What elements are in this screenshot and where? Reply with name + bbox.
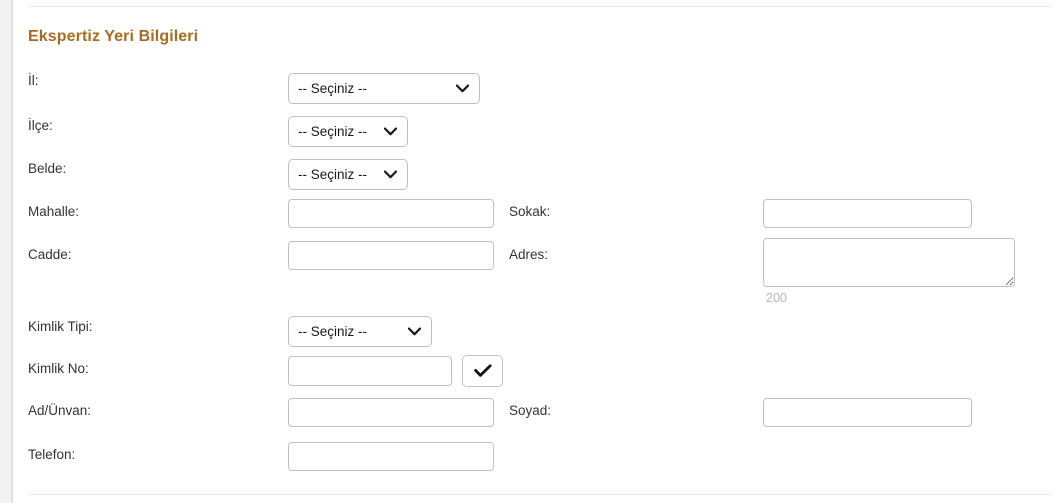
chevron-down-icon bbox=[408, 327, 431, 336]
select-kimlik-tipi[interactable]: -- Seçiniz -- bbox=[288, 316, 432, 347]
page-gutter-highlight bbox=[13, 0, 14, 503]
label-cadde: Cadde: bbox=[28, 247, 72, 262]
check-icon bbox=[473, 364, 492, 378]
label-sokak: Sokak: bbox=[509, 204, 551, 219]
input-adres[interactable] bbox=[763, 238, 1015, 287]
select-ilce[interactable]: -- Seçiniz -- bbox=[288, 116, 408, 147]
input-mahalle[interactable] bbox=[288, 199, 494, 228]
page-gutter bbox=[0, 0, 11, 503]
select-il[interactable]: -- Seçiniz -- bbox=[288, 73, 480, 104]
chevron-down-icon bbox=[456, 84, 479, 93]
adres-char-counter: 200 bbox=[766, 291, 787, 305]
select-il-value: -- Seçiniz -- bbox=[298, 81, 368, 96]
input-kimlik-no[interactable] bbox=[288, 356, 452, 386]
section-divider-top bbox=[30, 6, 1050, 7]
label-ilce: İlçe: bbox=[28, 118, 53, 133]
label-il: İl: bbox=[28, 73, 39, 88]
page-gutter-border bbox=[11, 0, 13, 503]
label-kimlik-no: Kimlik No: bbox=[28, 361, 89, 376]
page-title: Ekspertiz Yeri Bilgileri bbox=[28, 28, 199, 45]
input-telefon[interactable] bbox=[288, 442, 494, 471]
label-belde: Belde: bbox=[28, 161, 67, 176]
input-ad-unvan[interactable] bbox=[288, 398, 494, 427]
select-belde[interactable]: -- Seçiniz -- bbox=[288, 159, 408, 190]
label-kimlik-tipi: Kimlik Tipi: bbox=[28, 319, 93, 334]
input-sokak[interactable] bbox=[763, 199, 972, 228]
chevron-down-icon bbox=[384, 127, 407, 136]
select-kimlik-tipi-value: -- Seçiniz -- bbox=[298, 324, 368, 339]
label-soyad: Soyad: bbox=[509, 403, 552, 418]
label-telefon: Telefon: bbox=[28, 447, 76, 462]
input-soyad[interactable] bbox=[763, 398, 972, 427]
chevron-down-icon bbox=[384, 170, 407, 179]
label-ad-unvan: Ad/Ünvan: bbox=[28, 403, 92, 418]
section-divider-bottom bbox=[30, 494, 1050, 495]
select-ilce-value: -- Seçiniz -- bbox=[298, 124, 368, 139]
kimlik-no-verify-button[interactable] bbox=[462, 355, 503, 387]
select-belde-value: -- Seçiniz -- bbox=[298, 167, 368, 182]
label-adres: Adres: bbox=[509, 247, 549, 262]
input-cadde[interactable] bbox=[288, 241, 494, 270]
label-mahalle: Mahalle: bbox=[28, 204, 80, 219]
